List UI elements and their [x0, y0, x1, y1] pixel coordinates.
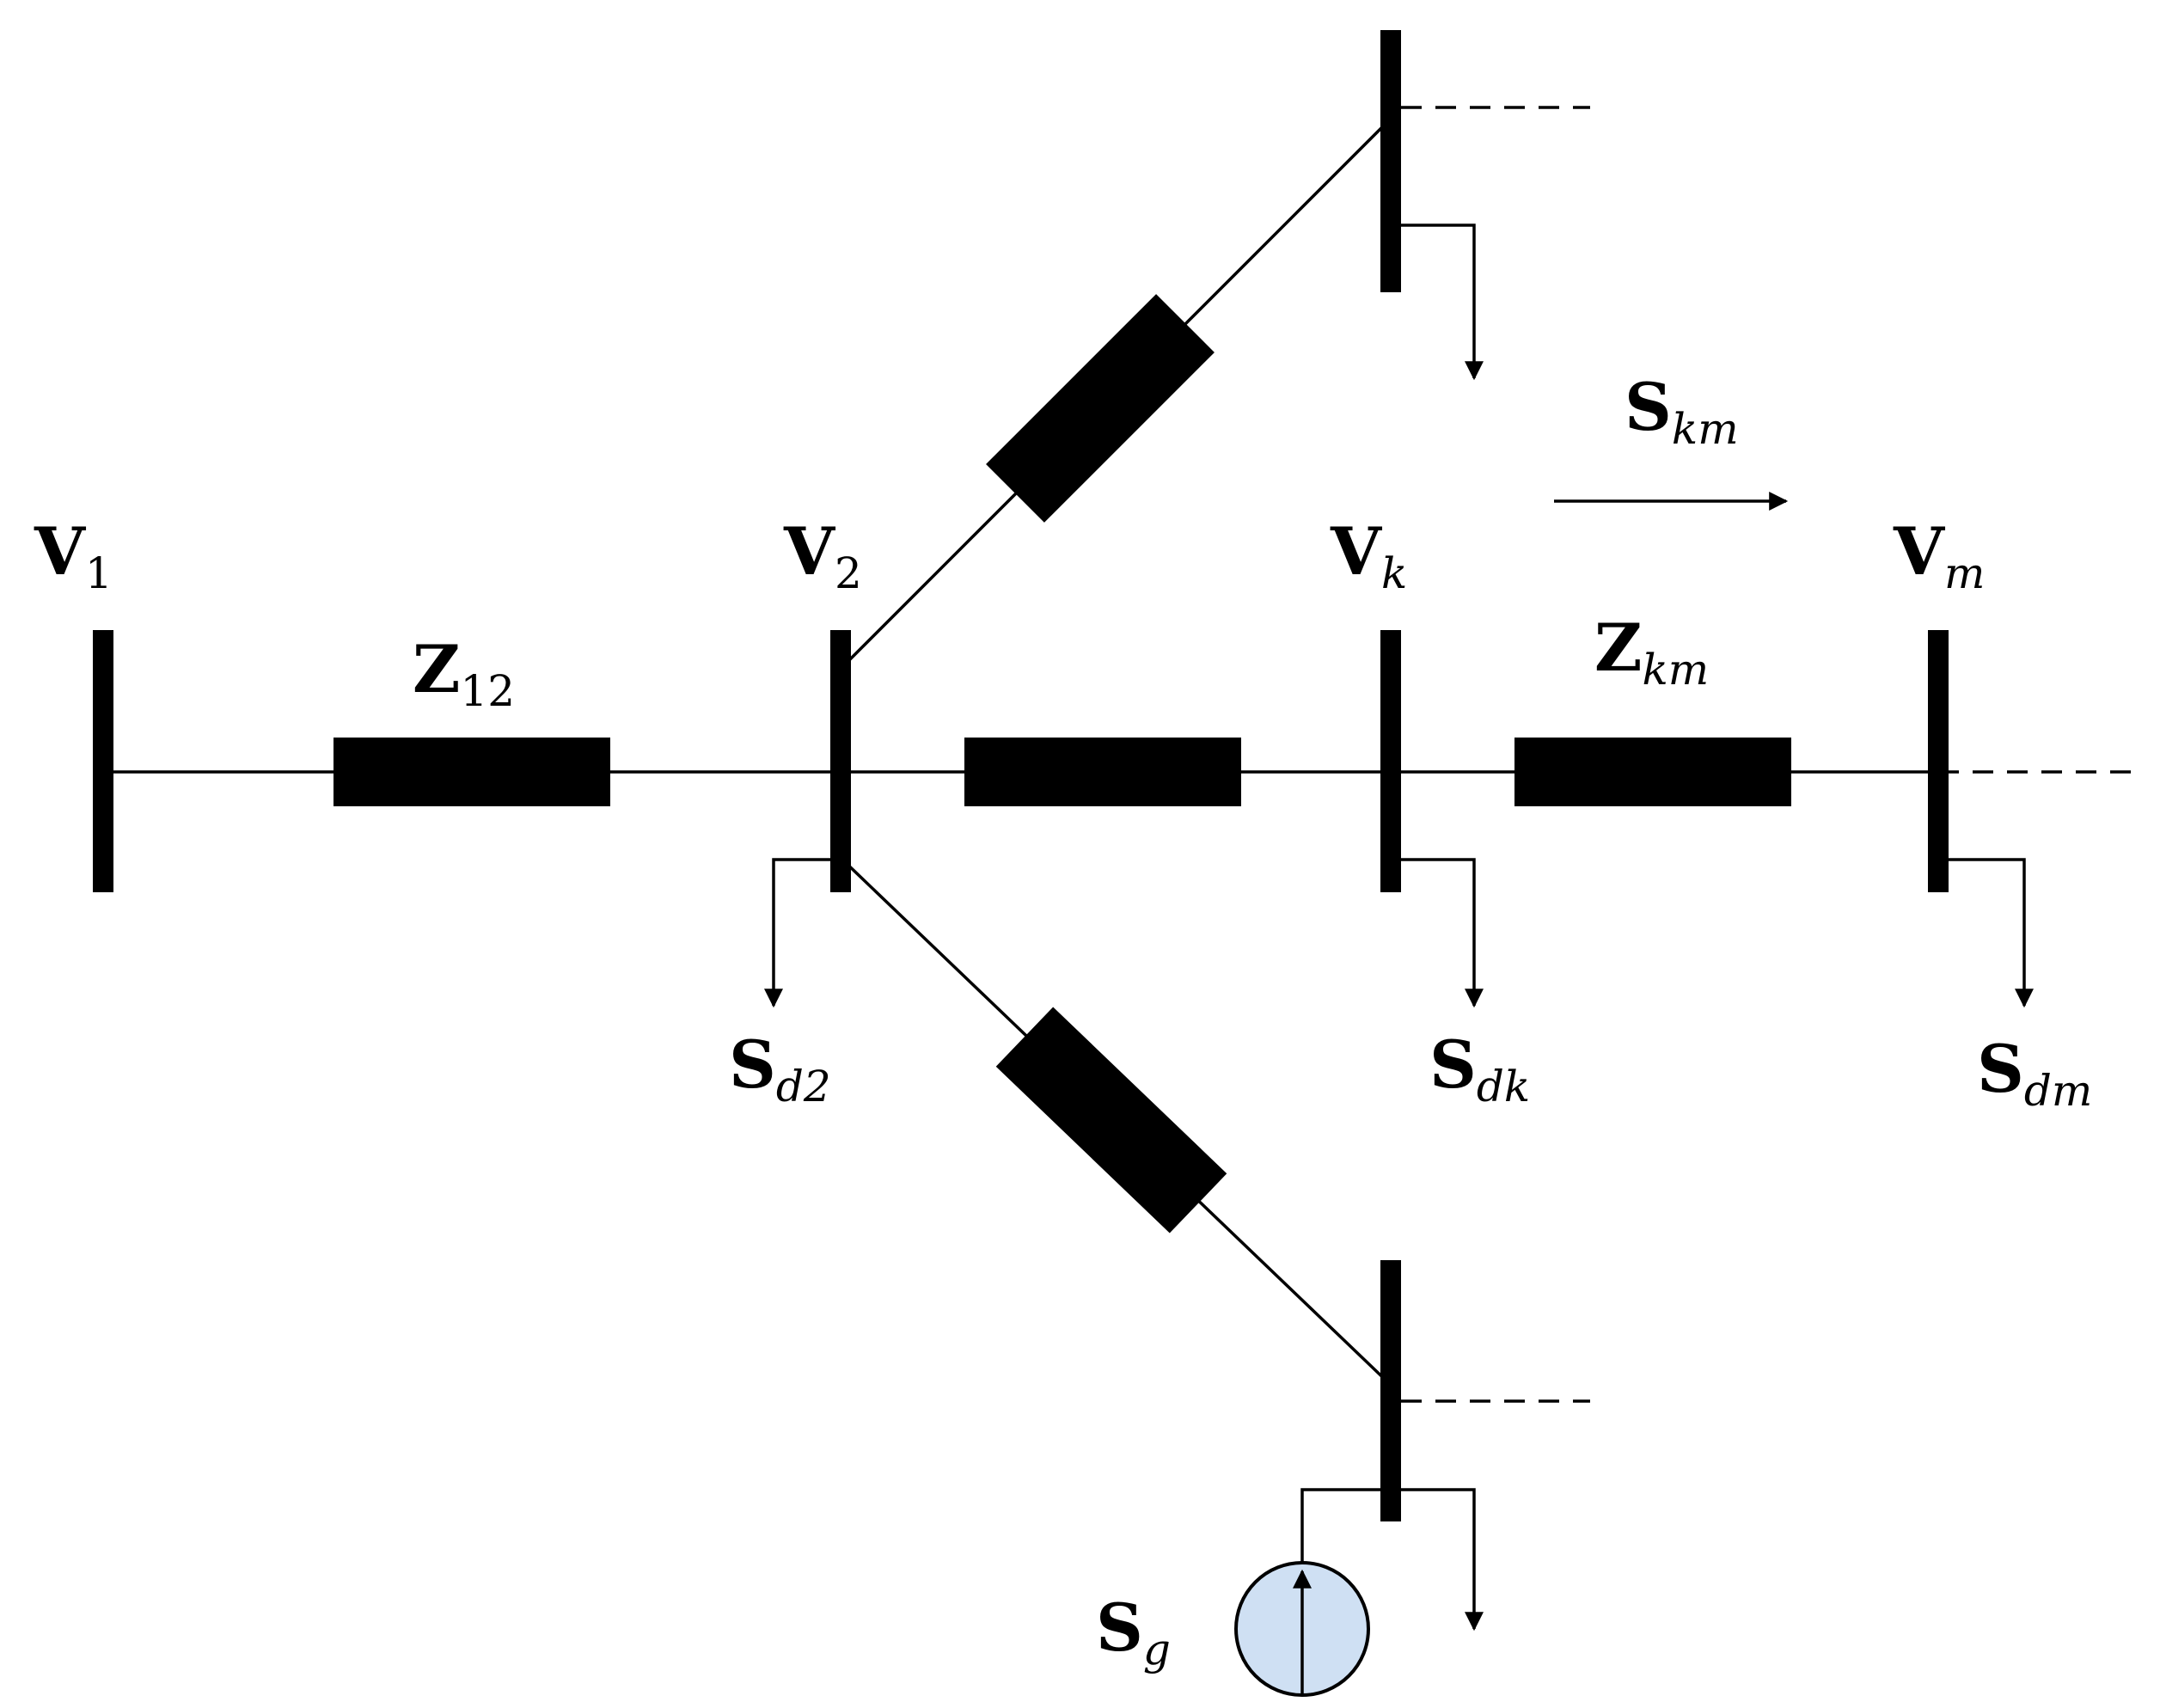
label-v2: V2 [783, 513, 862, 598]
impedance-2k [964, 738, 1241, 806]
label-z12: Z12 [413, 631, 515, 716]
label-sd2: Sd2 [729, 1026, 831, 1111]
label-zkm: Zkm [1594, 609, 1709, 695]
load-dm-tap [1949, 858, 2034, 1008]
generator-tap [1300, 1488, 1380, 1569]
load-upper-tap [1401, 223, 1484, 381]
load-lower-tap [1401, 1488, 1484, 1631]
load-d2-tap [764, 858, 830, 1008]
impedance-upper-branch [986, 294, 1215, 523]
label-skm: Skm [1625, 369, 1739, 454]
load-dk-tap [1401, 858, 1484, 1008]
impedance-z12 [333, 738, 610, 806]
impedance-zkm [1514, 738, 1791, 806]
impedance-lower-branch [995, 1007, 1227, 1234]
label-vk: Vk [1330, 513, 1407, 598]
label-sdk: Sdk [1429, 1026, 1530, 1111]
label-sdm: Sdm [1977, 1031, 2092, 1116]
label-v1: V1 [34, 513, 113, 598]
label-sg: Sg [1096, 1589, 1171, 1674]
label-vm: Vm [1893, 513, 1985, 598]
